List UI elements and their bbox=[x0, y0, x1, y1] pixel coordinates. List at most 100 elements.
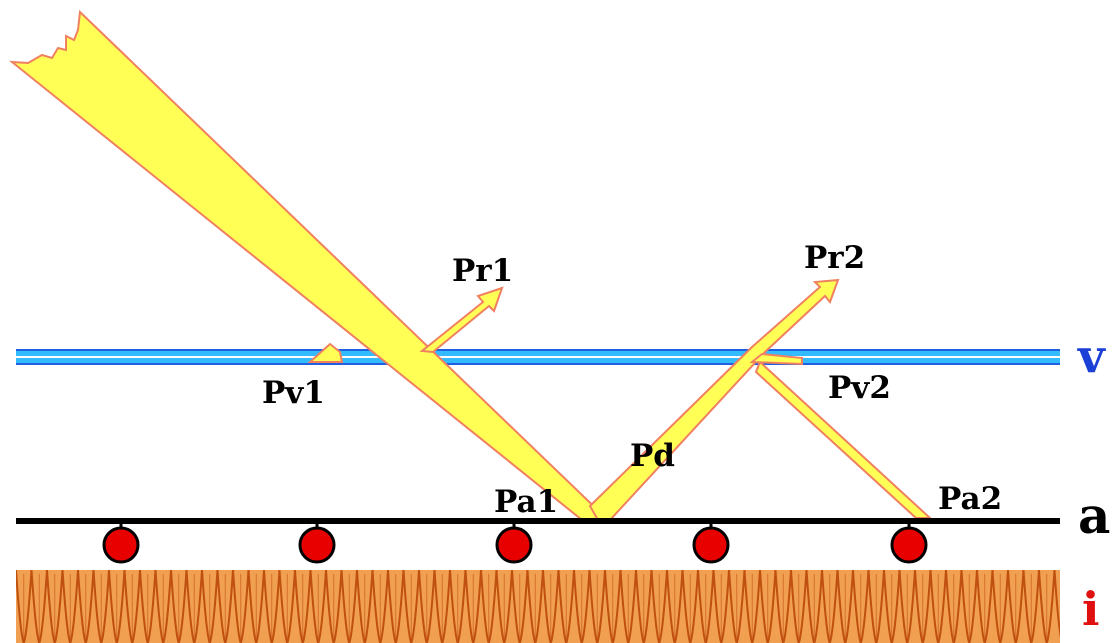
insulation-fiber bbox=[697, 570, 715, 643]
absorbed-glass-pv1 bbox=[307, 342, 344, 363]
ray-labels: Pr1 Pr2 Pv1 Pv2 Pd Pa1 Pa2 bbox=[262, 240, 1002, 520]
insulation-texture bbox=[16, 570, 1060, 643]
insulation-fiber bbox=[340, 570, 358, 643]
insulation-fiber bbox=[139, 570, 157, 643]
insulation-fiber bbox=[619, 570, 637, 643]
insulation-fiber bbox=[263, 570, 281, 643]
insulation-fiber bbox=[883, 570, 901, 643]
incident-ray bbox=[8, 9, 611, 521]
tube bbox=[298, 522, 336, 564]
insulation-fiber bbox=[914, 570, 932, 643]
label-pd: Pd bbox=[630, 438, 675, 474]
insulation-fiber bbox=[604, 570, 622, 643]
tube-circle bbox=[692, 526, 730, 564]
insulation-fiber bbox=[743, 570, 761, 643]
insulation-fiber bbox=[185, 570, 203, 643]
insulation-fiber bbox=[464, 570, 482, 643]
insulation-fiber bbox=[92, 570, 110, 643]
insulation-fiber bbox=[976, 570, 994, 643]
tube bbox=[890, 522, 928, 564]
layer-letter-absorber: a bbox=[1078, 486, 1110, 545]
insulation-fiber bbox=[728, 570, 746, 643]
tube bbox=[102, 522, 140, 564]
reflected-ray-pr1 bbox=[419, 286, 504, 354]
insulation-fiber bbox=[46, 570, 64, 643]
insulation-fiber bbox=[774, 570, 792, 643]
tube-circle bbox=[102, 526, 140, 564]
tube-circle bbox=[890, 526, 928, 564]
insulation-fiber bbox=[557, 570, 575, 643]
insulation-fiber bbox=[387, 570, 405, 643]
insulation-fiber bbox=[991, 570, 1009, 643]
insulation-fiber bbox=[232, 570, 250, 643]
insulation-fiber bbox=[960, 570, 978, 643]
insulation-fiber bbox=[852, 570, 870, 643]
tube bbox=[495, 522, 533, 564]
insulation-fiber bbox=[278, 570, 296, 643]
rays bbox=[8, 9, 933, 521]
tubes bbox=[102, 522, 928, 564]
insulation-fiber bbox=[216, 570, 234, 643]
layer-letter-glass: v bbox=[1077, 329, 1106, 383]
label-pr1: Pr1 bbox=[452, 253, 513, 289]
insulation-fiber bbox=[650, 570, 668, 643]
label-pv2: Pv2 bbox=[828, 370, 891, 406]
tube bbox=[692, 522, 730, 564]
tube-circle bbox=[298, 526, 336, 564]
insulation-fiber bbox=[867, 570, 885, 643]
absorbed-glass-pv2 bbox=[749, 352, 803, 366]
insulation-fiber bbox=[1038, 570, 1056, 643]
insulation-fiber bbox=[511, 570, 529, 643]
insulation-fiber bbox=[1007, 570, 1025, 643]
layer-letter-insulation: i bbox=[1082, 582, 1099, 636]
insulation-fiber bbox=[108, 570, 126, 643]
label-pa2: Pa2 bbox=[938, 481, 1002, 517]
insulation-fiber bbox=[402, 570, 420, 643]
insulation-fiber bbox=[294, 570, 312, 643]
insulation-fiber bbox=[681, 570, 699, 643]
label-pv1: Pv1 bbox=[262, 375, 325, 411]
insulation-fiber bbox=[123, 570, 141, 643]
insulation-fiber bbox=[449, 570, 467, 643]
insulation-fiber bbox=[170, 570, 188, 643]
insulation-fiber bbox=[433, 570, 451, 643]
insulation-fiber bbox=[790, 570, 808, 643]
insulation-fiber bbox=[805, 570, 823, 643]
insulation-fiber bbox=[1053, 570, 1060, 639]
label-pr2: Pr2 bbox=[804, 240, 865, 276]
insulation-fiber bbox=[16, 570, 33, 643]
insulation-layer bbox=[16, 570, 1060, 643]
insulation-fiber bbox=[526, 570, 544, 643]
insulation-fiber bbox=[154, 570, 172, 643]
insulation-fiber bbox=[1022, 570, 1040, 643]
insulation-fiber bbox=[635, 570, 653, 643]
insulation-fiber bbox=[573, 570, 591, 643]
insulation-fiber bbox=[945, 570, 963, 643]
insulation-fiber bbox=[821, 570, 839, 643]
glass-cover bbox=[16, 349, 1060, 365]
insulation-fiber bbox=[309, 570, 327, 643]
insulation-fiber bbox=[929, 570, 947, 643]
insulation-fiber bbox=[30, 570, 48, 643]
insulation-fiber bbox=[325, 570, 343, 643]
insulation-fiber bbox=[495, 570, 513, 643]
insulation-fiber bbox=[759, 570, 777, 643]
label-pa1: Pa1 bbox=[494, 484, 558, 520]
insulation-fiber bbox=[836, 570, 854, 643]
insulation-fiber bbox=[201, 570, 219, 643]
insulation-fiber bbox=[77, 570, 95, 643]
tube-circle bbox=[495, 526, 533, 564]
insulation-fiber bbox=[542, 570, 560, 643]
insulation-fiber bbox=[666, 570, 684, 643]
insulation-fiber bbox=[480, 570, 498, 643]
insulation-fiber bbox=[588, 570, 606, 643]
insulation-fiber bbox=[356, 570, 374, 643]
layer-letters: v a i bbox=[1077, 329, 1110, 636]
insulation-fiber bbox=[61, 570, 79, 643]
insulation-fiber bbox=[898, 570, 916, 643]
insulation-fiber bbox=[247, 570, 265, 643]
insulation-fiber bbox=[371, 570, 389, 643]
insulation-fiber bbox=[712, 570, 730, 643]
insulation-fiber bbox=[418, 570, 436, 643]
